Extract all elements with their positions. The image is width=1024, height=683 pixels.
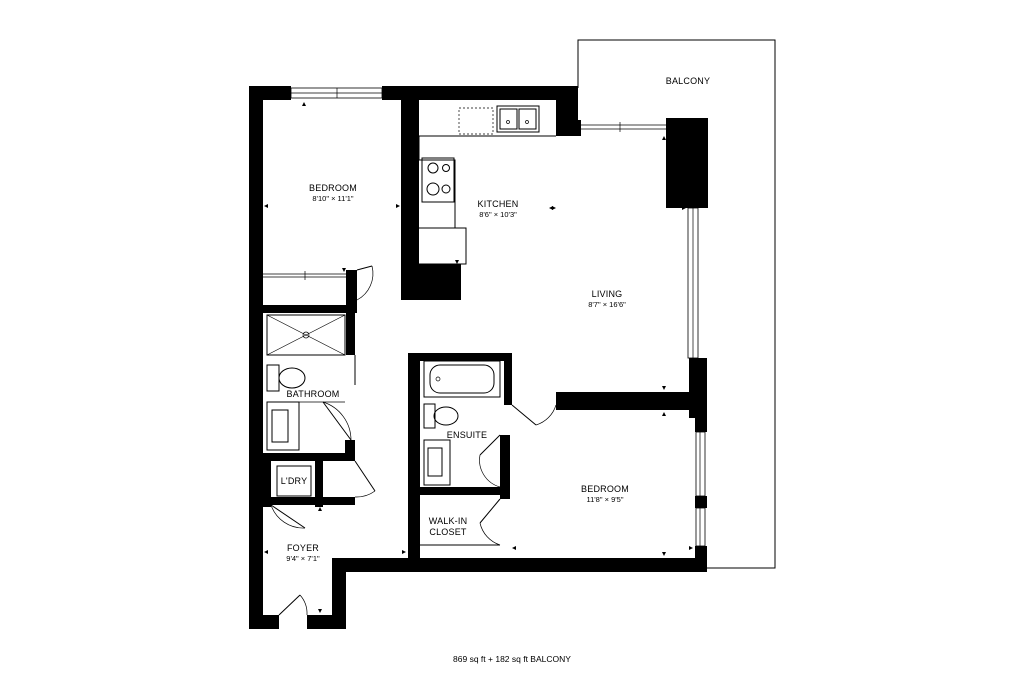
bathroom-label: BATHROOM: [287, 389, 340, 399]
bedroom-left-dims: 8'10" × 11'1": [312, 194, 354, 203]
laundry-box: [276, 465, 312, 497]
kitchen-dims: 8'6" × 10'3": [479, 210, 517, 219]
foyer-label: FOYER: [287, 543, 319, 553]
living-label: LIVING: [592, 289, 623, 299]
area-summary: 869 sq ft + 182 sq ft BALCONY: [453, 654, 571, 664]
bedroom-left-label: BEDROOM: [309, 183, 357, 193]
bedroom-right-label: BEDROOM: [581, 484, 629, 494]
bedroom-right-dims: 11'8" × 9'5": [586, 495, 623, 504]
laundry-label: L'DRY: [281, 476, 308, 486]
doors: [270, 265, 557, 616]
windows: [290, 87, 706, 547]
walls: [249, 86, 708, 629]
ensuite-fixtures: [423, 360, 501, 486]
bathroom-fixtures: [266, 314, 346, 451]
ensuite-label: ENSUITE: [447, 430, 487, 440]
balcony-outline: [577, 39, 776, 569]
kitchen-label: KITCHEN: [478, 199, 519, 209]
kitchen-fixtures: [418, 105, 556, 265]
foyer-dims: 9'4" × 7'1": [286, 554, 320, 563]
living-dims: 8'7" × 16'6": [588, 300, 626, 309]
balcony-label: BALCONY: [666, 76, 710, 86]
dimension-markers: [264, 102, 693, 613]
walkin-label-line1: WALK-IN: [429, 516, 468, 526]
walkin-label-line2: CLOSET: [429, 527, 467, 537]
bedroom-closet: [263, 271, 346, 280]
